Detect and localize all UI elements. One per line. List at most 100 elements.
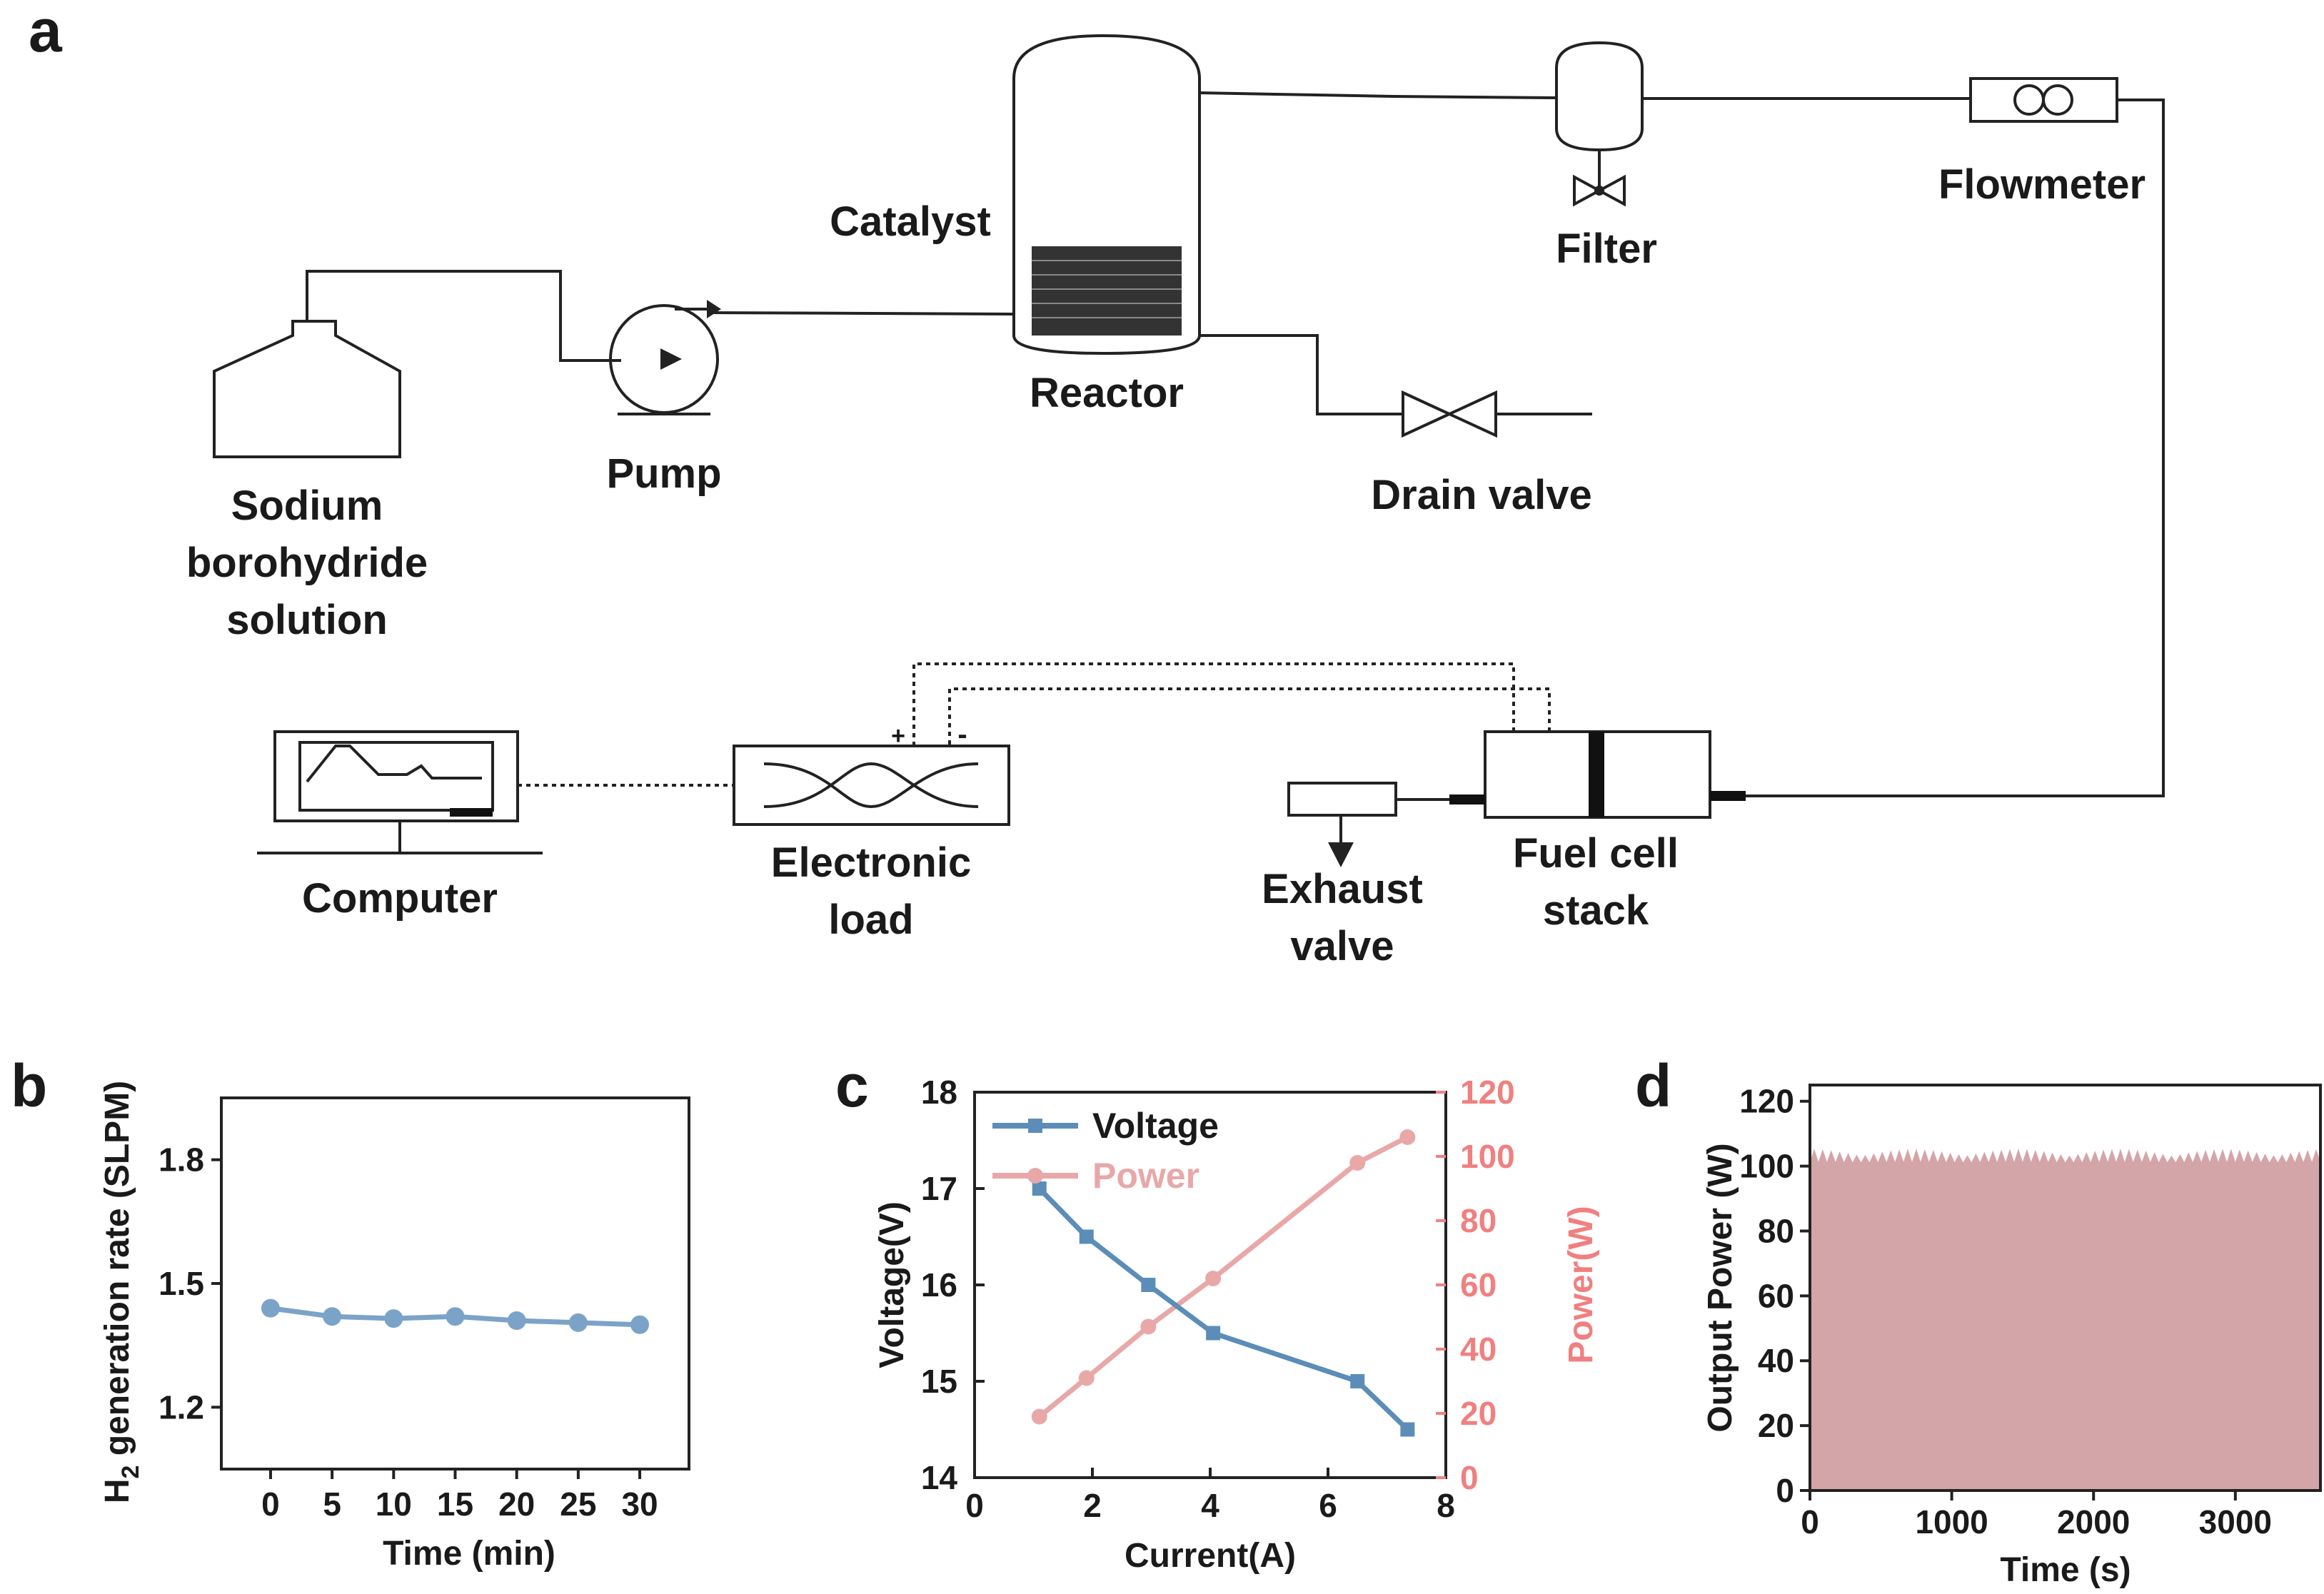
voltage-point — [1079, 1229, 1094, 1244]
exhaust-label-line2: valve — [1290, 923, 1394, 969]
power-series-line — [1037, 1134, 1409, 1419]
x-tick-label: 6 — [1319, 1487, 1337, 1524]
legend-voltage-marker — [1028, 1119, 1042, 1133]
chart-c-xlabel: Current(A) — [1125, 1537, 1296, 1575]
data-point — [568, 1313, 588, 1332]
legend-power-marker — [1027, 1168, 1043, 1184]
y-right-tick-label: 0 — [1460, 1459, 1479, 1496]
chart-d-ylabel: Output Power (W) — [1701, 1143, 1739, 1432]
chart-b-frame — [220, 1096, 690, 1471]
y-tick-label: 15 — [921, 1363, 957, 1400]
power-point — [1349, 1155, 1366, 1171]
chart-c-ylabel-right: Power(W) — [1562, 1206, 1600, 1363]
x-tick-label: 5 — [323, 1485, 341, 1523]
y-right-tick-label: 120 — [1460, 1074, 1515, 1111]
x-tick-label: 2 — [1083, 1487, 1102, 1524]
exhaust-label-line1: Exhaust — [1262, 866, 1423, 912]
y-right-tick-label: 100 — [1460, 1138, 1515, 1175]
voltage-point — [1400, 1422, 1415, 1437]
data-point — [507, 1311, 526, 1330]
y-tick-label: 0 — [1776, 1472, 1794, 1509]
y-tick-label: 14 — [921, 1459, 958, 1496]
fuel-cell-label-line1: Fuel cell — [1513, 830, 1679, 877]
legend-power-label: Power — [1092, 1156, 1199, 1196]
y-right-tick-label: 60 — [1460, 1266, 1496, 1303]
fuel-cell-label-line2: stack — [1543, 887, 1649, 934]
panel-a: a Sodium borohydride solution Pump — [29, 0, 2165, 969]
sodium-label-line1: Sodium — [231, 483, 383, 529]
voltage-series-line — [1037, 1186, 1409, 1432]
chart-c-marks — [1031, 1129, 1416, 1437]
power-point — [1078, 1370, 1095, 1386]
filter-icon — [1555, 41, 1971, 207]
y-right-tick-label: 20 — [1460, 1395, 1496, 1432]
voltage-point — [1032, 1181, 1047, 1196]
flowmeter-icon — [1746, 77, 2165, 797]
voltage-point — [1206, 1326, 1221, 1341]
chart-d-xlabel: Time (s) — [2000, 1551, 2131, 1589]
x-tick-label: 2000 — [2057, 1503, 2130, 1540]
sodium-label-line2: borohydride — [186, 540, 428, 586]
x-tick-label: 20 — [498, 1485, 535, 1523]
x-tick-label: 0 — [261, 1485, 280, 1523]
minus-sign: - — [957, 719, 967, 750]
plus-sign: + — [891, 722, 905, 750]
x-tick-label: 10 — [376, 1485, 412, 1523]
chart-c-ylabel: Voltage(V) — [873, 1201, 911, 1368]
y-tick-label: 80 — [1758, 1212, 1794, 1249]
data-point — [446, 1307, 465, 1326]
filter-label: Filter — [1556, 226, 1657, 272]
data-point — [261, 1298, 280, 1318]
x-tick-label: 30 — [621, 1485, 658, 1523]
electronic-load-label-line2: load — [828, 897, 913, 943]
drain-valve-icon — [1402, 390, 1592, 438]
output-power-area — [1809, 1149, 2321, 1491]
legend-voltage-label: Voltage — [1092, 1106, 1219, 1146]
sodium-label-line3: solution — [226, 597, 388, 643]
x-tick-label: 1000 — [1915, 1503, 1988, 1540]
power-point — [1031, 1408, 1047, 1425]
voltage-point — [1350, 1374, 1365, 1388]
electronic-load-icon — [733, 745, 1010, 826]
data-point — [630, 1315, 650, 1334]
x-tick-label: 3000 — [2199, 1503, 2272, 1540]
catalyst-label: Catalyst — [830, 198, 991, 245]
y-right-tick-label: 80 — [1460, 1202, 1496, 1239]
chart-c-legend: Voltage Power — [992, 1106, 1219, 1196]
y-tick-label: 16 — [921, 1266, 957, 1303]
x-tick-label: 25 — [560, 1485, 596, 1523]
chart-b-xlabel: Time (min) — [383, 1535, 555, 1573]
fuel-cell-icon — [912, 662, 1746, 819]
voltage-point — [1141, 1278, 1156, 1292]
panel-label-b: b — [11, 1052, 47, 1119]
power-point — [1399, 1129, 1416, 1145]
y-tick-label: 20 — [1758, 1407, 1794, 1444]
pump-icon — [609, 300, 1015, 415]
y-tick-label: 17 — [921, 1170, 957, 1207]
flowmeter-label: Flowmeter — [1938, 161, 2146, 208]
power-point — [1205, 1271, 1222, 1286]
y-tick-label: 100 — [1739, 1148, 1794, 1185]
x-tick-label: 0 — [965, 1487, 984, 1524]
sodium-bottle-icon — [213, 270, 621, 458]
y-tick-label: 1.2 — [159, 1388, 204, 1426]
reactor-icon — [1012, 34, 1557, 415]
chart-d-frame — [1809, 1084, 2322, 1492]
y-right-tick-label: 40 — [1460, 1331, 1496, 1368]
panel-label-a: a — [29, 0, 63, 64]
data-point — [384, 1309, 403, 1328]
power-point — [1140, 1318, 1157, 1335]
panel-label-c: c — [835, 1052, 869, 1119]
y-tick-label: 40 — [1758, 1342, 1794, 1379]
chart-b-marks — [261, 1298, 650, 1334]
panel-label-d: d — [1635, 1052, 1671, 1119]
y-tick-label: 1.5 — [159, 1265, 204, 1302]
pump-label: Pump — [606, 450, 721, 497]
